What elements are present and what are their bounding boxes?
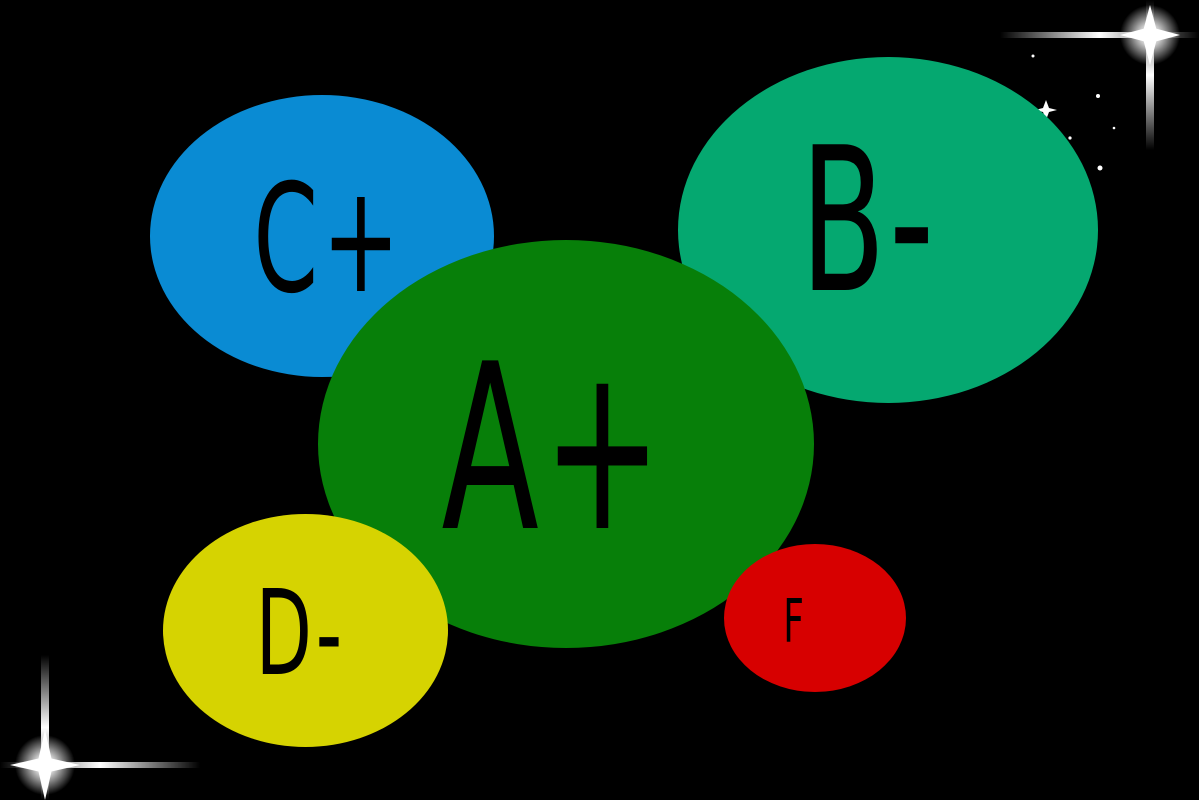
sparkle-star-icon xyxy=(0,655,200,800)
grade-bubble-d-minus: D- xyxy=(163,514,448,747)
grade-label-d-minus: D- xyxy=(255,563,346,702)
grade-label-b-minus: B- xyxy=(800,105,939,338)
grade-label-a-plus: A+ xyxy=(441,316,666,583)
grade-label-f: F xyxy=(783,587,804,657)
grade-label-c-plus: C+ xyxy=(253,153,404,327)
grade-bubble-f: F xyxy=(724,544,906,692)
